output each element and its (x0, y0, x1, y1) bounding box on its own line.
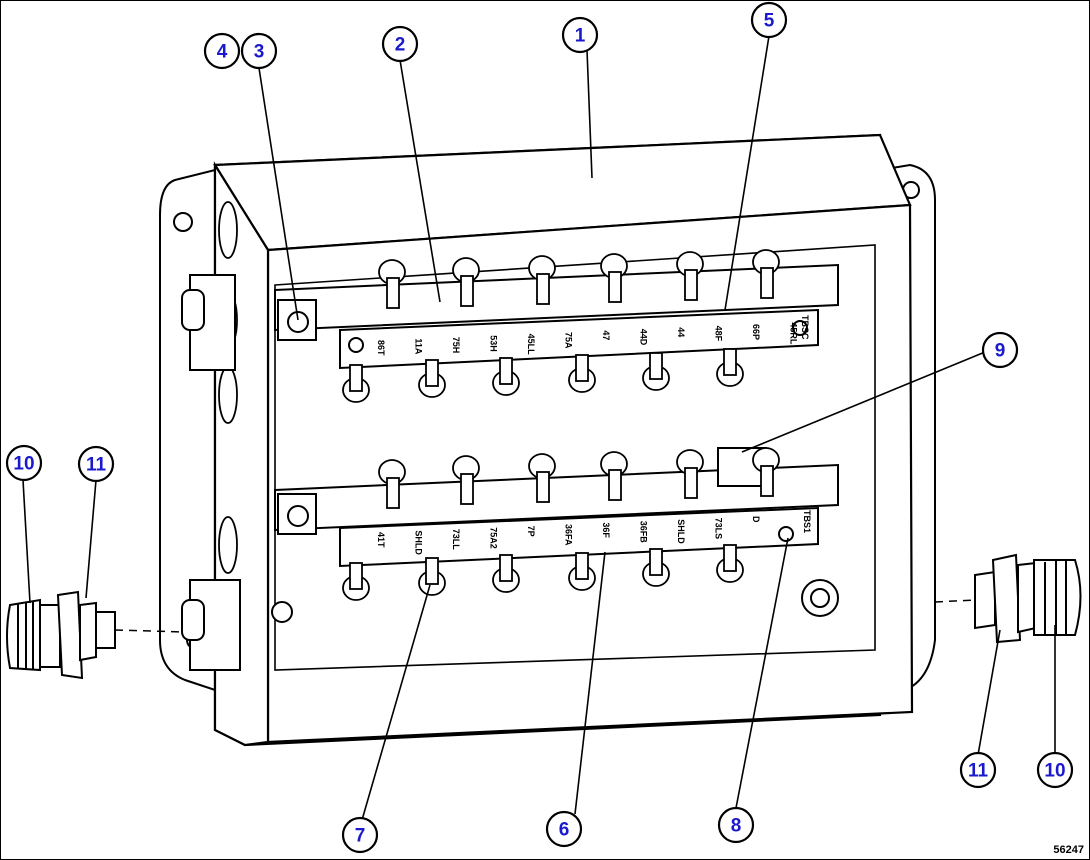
terminal-label: 75A2 (489, 527, 499, 549)
callout-number: 11 (968, 761, 989, 782)
callout-10: 10 (5, 444, 43, 482)
figure-reference-number: 56247 (1053, 844, 1084, 856)
callout-9: 9 (981, 331, 1019, 369)
callout-number: 2 (395, 35, 406, 56)
callout-balloons: 1 2 3 4 5 6 7 8 9 10 11 10 11 (5, 1, 1074, 854)
callout-number: 5 (764, 11, 775, 32)
terminal-label: 48F (714, 326, 724, 342)
callout-number: 10 (13, 454, 34, 475)
terminal-label: 45LL (526, 334, 536, 356)
leader-lines (22, 35, 1056, 821)
terminal-label: 53H (489, 335, 499, 352)
callout-number: 1 (575, 26, 586, 47)
lower-terminal-labels: 41T SHLD 73LL 75A2 7P 36FA 36F 36FB SHLD 73LS D TBS… (376, 510, 812, 555)
terminal-label: 66P (751, 324, 761, 340)
callout-number: 4 (217, 42, 228, 63)
terminal-strip-tag: TBSC (800, 315, 810, 340)
callout-4: 4 (203, 32, 241, 70)
callout-number: 10 (1044, 761, 1065, 782)
callout-number: 11 (86, 455, 107, 476)
clips-left (181, 274, 241, 671)
left-connector-assembly (6, 590, 186, 680)
terminal-label: 75A (564, 332, 574, 349)
terminal-label: 36FB (639, 521, 649, 544)
terminal-label: 36FA (564, 524, 574, 546)
terminal-label: 41T (376, 532, 386, 548)
callout-1: 1 (561, 16, 599, 54)
enclosure-box (213, 133, 914, 747)
ground-stud (271, 579, 839, 623)
callout-number: 3 (254, 42, 265, 63)
callout-number: 8 (731, 816, 742, 837)
terminal-label: SHLD (414, 530, 424, 555)
terminal-label: 73LL (451, 529, 461, 551)
callout-11: 11 (959, 751, 997, 789)
terminal-label: 7P (526, 526, 536, 537)
terminal-label: 86T (376, 340, 386, 356)
terminal-label: 11A (414, 338, 424, 355)
callout-number: 9 (995, 341, 1006, 362)
lower-terminal-screws (342, 447, 780, 601)
lower-terminal-strip (274, 447, 839, 601)
callout-10: 10 (1036, 751, 1074, 789)
callout-5: 5 (750, 1, 788, 39)
callout-3: 3 (240, 32, 278, 70)
upper-terminal-strip (274, 249, 839, 403)
terminal-label: 44D (639, 329, 649, 346)
terminal-label: SHLD (676, 519, 686, 544)
terminal-label: 44 (676, 327, 686, 337)
terminal-label: 75H (451, 337, 461, 354)
callout-7: 7 (341, 816, 379, 854)
terminal-label: 47 (601, 330, 611, 340)
callout-11: 11 (77, 445, 115, 483)
callout-number: 7 (355, 826, 366, 847)
terminal-label: 73LS (714, 518, 724, 540)
upper-terminal-screws (342, 249, 780, 403)
terminal-label: D (751, 516, 761, 523)
terminal-strip-tag: TBS1 (802, 510, 812, 533)
callout-number: 6 (559, 820, 570, 841)
callout-6: 6 (545, 810, 583, 848)
terminal-label: 36F (601, 522, 611, 538)
callout-8: 8 (717, 806, 755, 844)
right-connector-assembly (934, 553, 1082, 644)
terminal-label: 45RL (789, 322, 799, 345)
callout-2: 2 (381, 25, 419, 63)
